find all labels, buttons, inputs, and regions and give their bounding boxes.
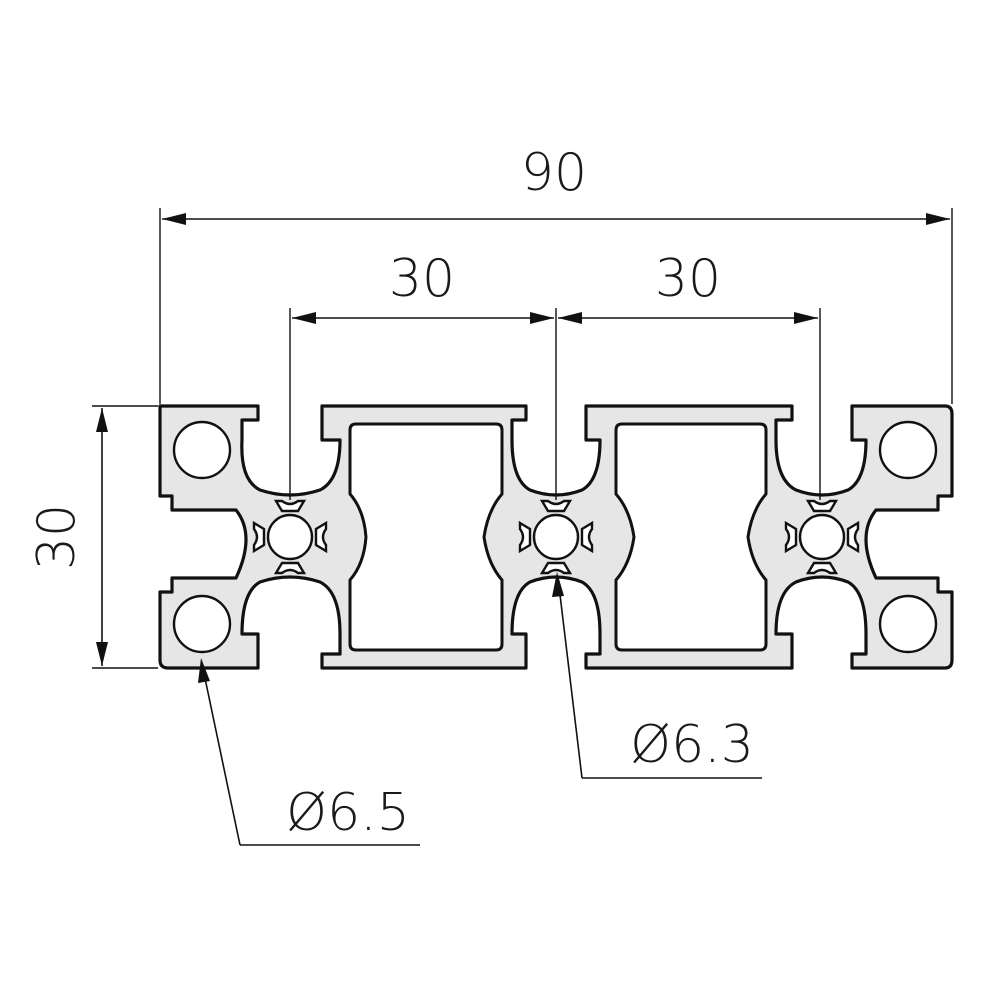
dimension-overall-width: 90 (159, 143, 953, 404)
dimension-pitch-left: 30 (289, 249, 557, 500)
right-cavity (614, 422, 768, 652)
corner-diameter-label: Ø6.5 (286, 783, 410, 843)
pitch-right-label: 30 (655, 249, 721, 309)
corner-hole-bottom-left (172, 594, 232, 654)
left-cavity (348, 422, 504, 652)
corner-hole-top-left (172, 420, 232, 480)
core-diameter-label: Ø6.3 (630, 715, 754, 775)
dimension-height: 30 (27, 405, 158, 669)
profile-section (158, 404, 954, 670)
leader-core-diameter: Ø6.3 (552, 572, 762, 779)
leader-corner-diameter: Ø6.5 (198, 658, 420, 846)
height-label: 30 (27, 504, 87, 570)
corner-hole-top-right (878, 420, 938, 480)
overall-width-label: 90 (521, 143, 587, 203)
pitch-left-label: 30 (389, 249, 455, 309)
corner-hole-bottom-right (878, 594, 938, 654)
dimension-pitch-right: 30 (558, 249, 821, 500)
